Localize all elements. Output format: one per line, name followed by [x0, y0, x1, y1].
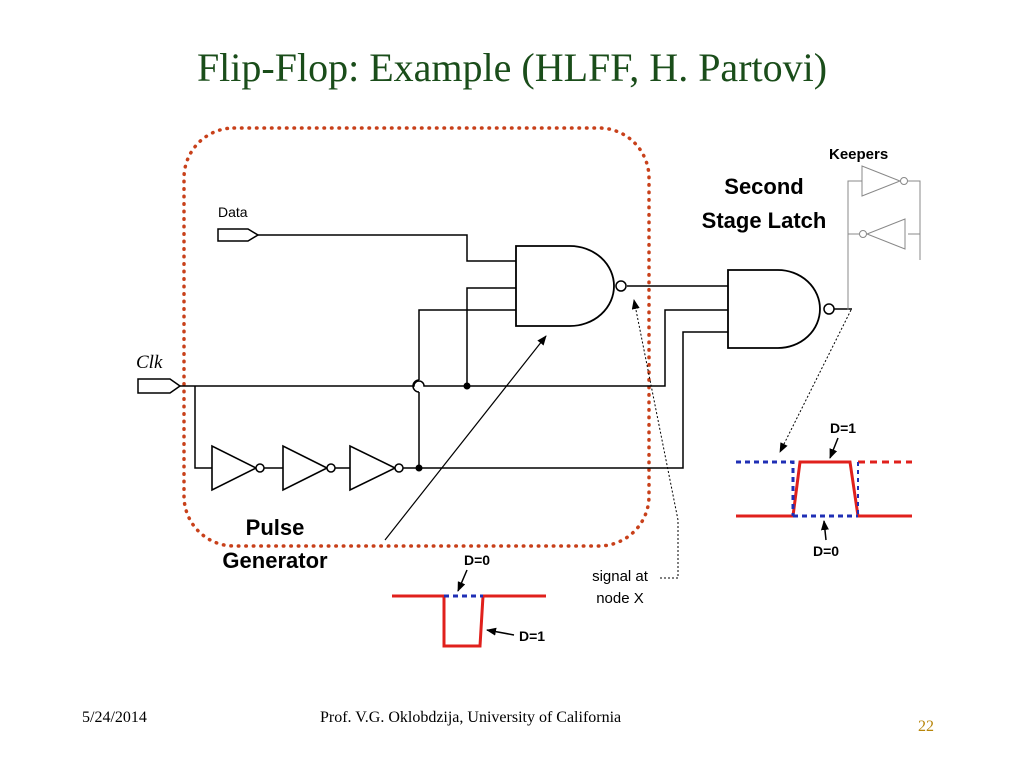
second-nand-gate — [727, 269, 835, 349]
left-waveform-bottom-arrow — [486, 627, 515, 636]
wires — [180, 234, 852, 469]
keepers-circuit — [847, 165, 921, 310]
right-waveform-bottom-label: D=0 — [813, 543, 839, 559]
footer-author: Prof. V.G. Oklobdzija, University of Cal… — [320, 709, 622, 726]
right-waveform-bottom-arrow — [820, 520, 829, 541]
right-waveform-top-label: D=1 — [830, 420, 856, 436]
output-waveform — [736, 460, 912, 518]
junction-dot — [463, 382, 471, 390]
inverter-2 — [282, 444, 336, 492]
second-stage-label-line2: Stage Latch — [702, 208, 827, 233]
node-x-label-line1: signal at — [592, 568, 649, 585]
pulse-generator-boundary — [182, 126, 651, 548]
inverter-3 — [349, 444, 404, 492]
slide-title: Flip-Flop: Example (HLFF, H. Partovi) — [196, 45, 828, 90]
output-pointer — [779, 309, 852, 453]
data-input-port — [217, 228, 260, 242]
data-label: Data — [218, 204, 248, 220]
clk-input-port — [137, 378, 182, 394]
left-waveform-top-arrow — [457, 569, 468, 592]
left-waveform-top-label: D=0 — [464, 552, 490, 568]
keepers-label: Keepers — [829, 146, 888, 163]
page-number: 22 — [918, 718, 934, 735]
pulse-generator-arrow — [384, 335, 547, 541]
junction-dot — [415, 464, 423, 472]
inverter-1 — [211, 444, 265, 492]
right-waveform-top-arrow — [829, 437, 839, 459]
pulse-generator-label-line2: Generator — [222, 548, 328, 573]
clk-label: Clk — [136, 352, 163, 373]
pulse-generator-label-line1: Pulse — [246, 515, 305, 540]
first-nand-gate — [515, 245, 627, 327]
node-x-waveform — [392, 594, 546, 648]
footer-date: 5/24/2014 — [82, 709, 147, 726]
second-stage-label-line1: Second — [724, 174, 803, 199]
node-x-pointer — [631, 299, 679, 579]
node-x-label-line2: node X — [596, 590, 644, 607]
left-waveform-bottom-label: D=1 — [519, 628, 545, 644]
